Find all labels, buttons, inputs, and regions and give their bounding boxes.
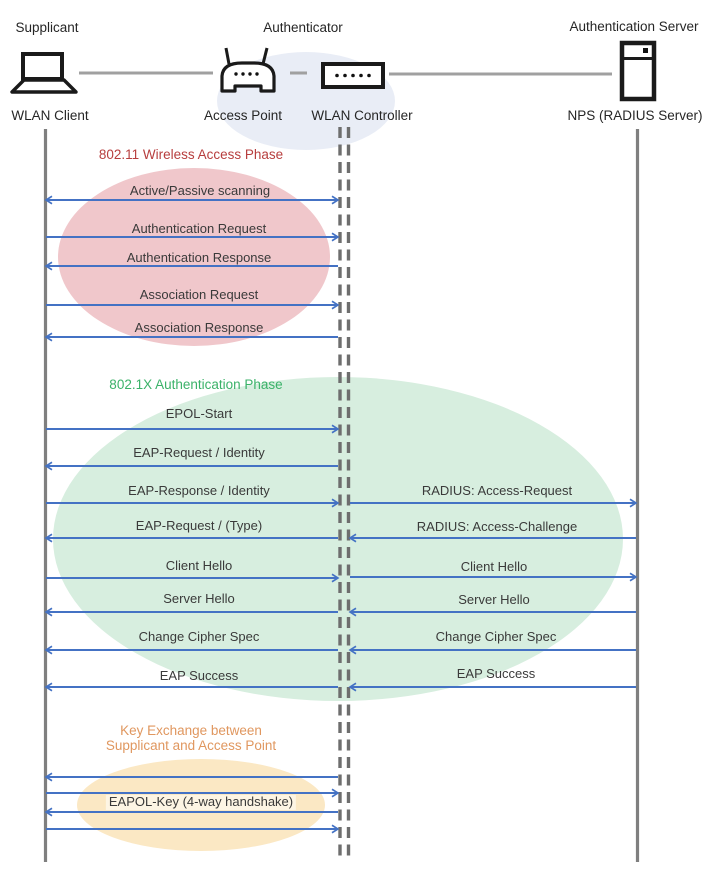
antenna-left (224, 47, 231, 65)
message-label-server-hello-left: Server Hello (163, 591, 235, 606)
server-tower-icon (619, 40, 657, 102)
message-label-epol-start: EPOL-Start (165, 406, 233, 421)
phase3-title: Key Exchange between Supplicant and Acce… (106, 723, 276, 753)
message-label-client-hello-right: Client Hello (460, 559, 528, 574)
phase2-title: 802.1X Authentication Phase (109, 377, 283, 392)
message-label-eap-success-right: EAP Success (456, 666, 536, 681)
message-label-eap-response-identity: EAP-Response / Identity (128, 483, 270, 498)
message-label-radius-access-challenge: RADIUS: Access-Challenge (416, 519, 578, 534)
message-label-eap-request-identity: EAP-Request / Identity (133, 445, 265, 460)
message-label-change-cipher-right: Change Cipher Spec (435, 629, 557, 644)
message-label-association-request: Association Request (139, 287, 259, 302)
message-label-change-cipher-left: Change Cipher Spec (138, 629, 260, 644)
device-label-wlan-client: WLAN Client (11, 108, 89, 123)
message-label-authentication-request: Authentication Request (131, 221, 267, 236)
message-label-eap-success-left: EAP Success (159, 668, 239, 683)
message-label-association-response: Association Response (134, 320, 264, 335)
wireless-router-icon (220, 47, 276, 93)
role-label-auth-server: Authentication Server (569, 19, 699, 34)
phase3-title-line1: Key Exchange between (120, 723, 262, 738)
device-label-nps: NPS (RADIUS Server) (567, 108, 703, 123)
message-label-authentication-response: Authentication Response (126, 250, 272, 265)
phase3-title-line2: Supplicant and Access Point (105, 738, 277, 754)
device-label-wlan-controller: WLAN Controller (311, 108, 413, 123)
message-label-scanning: Active/Passive scanning (129, 183, 271, 198)
antenna-right (261, 47, 269, 65)
message-label-eapol-key: EAPOL-Key (4-way handshake) (105, 794, 297, 810)
network-switch-icon (321, 62, 385, 89)
message-label-eap-request-type: EAP-Request / (Type) (135, 518, 263, 533)
message-label-client-hello-left: Client Hello (165, 558, 233, 573)
laptop-icon (10, 52, 78, 94)
phase1-title: 802.11 Wireless Access Phase (98, 147, 284, 162)
phase1-ellipse (58, 168, 330, 346)
message-label-radius-access-request: RADIUS: Access-Request (421, 483, 573, 498)
device-label-access-point: Access Point (203, 108, 283, 123)
role-label-supplicant: Supplicant (15, 20, 79, 35)
message-label-server-hello-right: Server Hello (458, 592, 530, 607)
role-label-authenticator: Authenticator (263, 20, 343, 35)
